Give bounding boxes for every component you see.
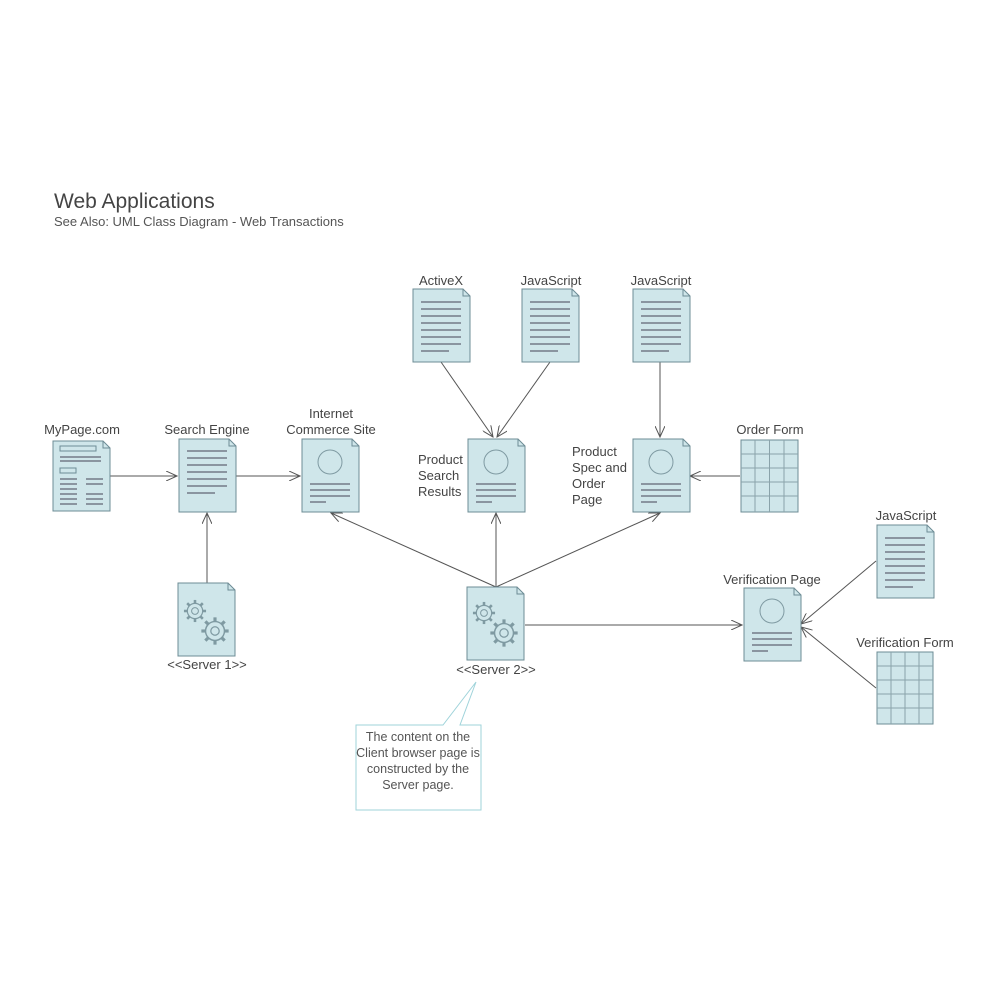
label-server-1: <<Server 1>>	[167, 657, 247, 672]
server-2-icon[interactable]	[466, 586, 525, 661]
label-mypage: MyPage.com	[44, 422, 120, 437]
server-1-icon[interactable]	[177, 582, 236, 657]
note-callout-shape	[355, 681, 482, 811]
search-engine-icon[interactable]	[178, 438, 237, 513]
diagram-title: Web Applications	[54, 190, 215, 213]
label-javascript-1: JavaScript	[520, 273, 582, 288]
label-verification-form: Verification Form	[856, 635, 954, 650]
edge-js3-verification	[801, 560, 877, 624]
note-text: The content on the Client browser page i…	[356, 730, 480, 792]
label-verification-page: Verification Page	[723, 572, 821, 587]
verification-page-icon[interactable]	[743, 587, 802, 662]
edge-server2-product-spec	[495, 513, 660, 588]
label-javascript-2: JavaScript	[630, 273, 692, 288]
activex-icon[interactable]	[412, 288, 471, 363]
verification-form-icon[interactable]	[876, 651, 934, 725]
label-activex: ActiveX	[418, 273, 464, 288]
label-product-search: Product Search Results	[418, 452, 463, 499]
label-product-spec: Product Spec and Order Page	[572, 444, 627, 507]
label-order-form: Order Form	[736, 422, 804, 437]
diagram-subtitle[interactable]: See Also: UML Class Diagram - Web Transa…	[54, 214, 344, 229]
mypage-icon[interactable]	[52, 440, 111, 512]
internet-commerce-icon[interactable]	[301, 438, 360, 513]
order-form-icon[interactable]	[740, 439, 799, 513]
product-search-results-icon[interactable]	[467, 438, 526, 513]
label-javascript-3: JavaScript	[875, 508, 937, 523]
label-server-2: <<Server 2>>	[456, 662, 536, 677]
product-spec-icon[interactable]	[632, 438, 691, 513]
edge-vform-verification	[801, 627, 877, 689]
edge-activex-search-results	[440, 361, 493, 437]
label-internet-commerce: Internet Commerce Site	[286, 406, 376, 437]
javascript-3-icon[interactable]	[876, 524, 935, 599]
connectors	[110, 361, 877, 689]
edge-js1-search-results	[497, 361, 551, 437]
edge-server2-commerce	[331, 513, 497, 588]
javascript-2-icon[interactable]	[632, 288, 691, 363]
label-search-engine: Search Engine	[164, 422, 250, 437]
note-callout: The content on the Client browser page i…	[356, 725, 480, 810]
javascript-1-icon[interactable]	[521, 288, 580, 363]
